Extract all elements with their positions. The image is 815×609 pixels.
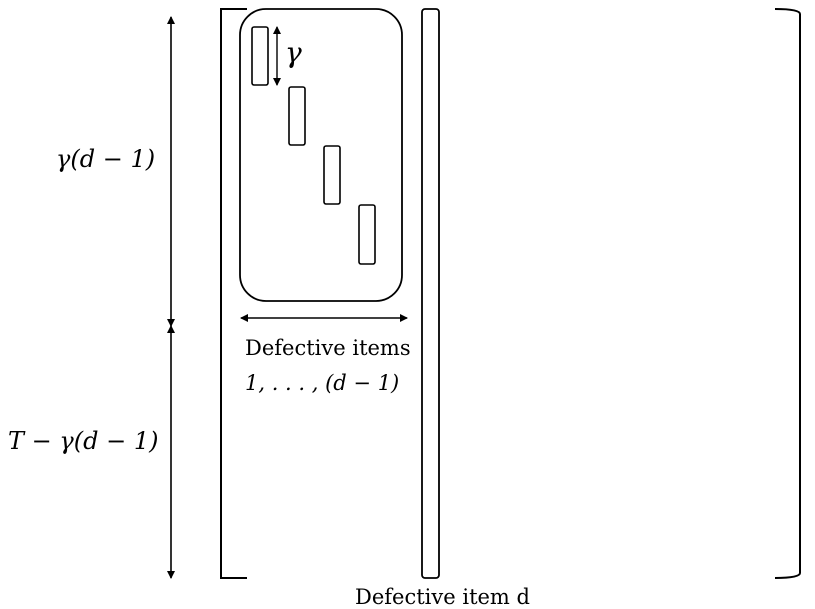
item-block-4 [358, 204, 376, 265]
left-matrix-bracket [220, 8, 247, 579]
defective-items-label: Defective items [245, 336, 411, 360]
upper-span-label: γ(d − 1) [56, 145, 155, 173]
defective-items-group-box [239, 8, 403, 302]
item-block-1 [251, 26, 269, 86]
item-block-3 [323, 145, 341, 205]
defective-item-d-column [421, 8, 440, 579]
lower-span-label: T − γ(d − 1) [8, 427, 158, 455]
right-matrix-bracket [774, 8, 801, 579]
item-block-2 [288, 86, 306, 146]
gamma-label: γ [285, 36, 302, 69]
defective-items-range-label: 1, . . . , (d − 1) [245, 371, 399, 395]
defective-item-d-label: Defective item d [355, 585, 530, 609]
